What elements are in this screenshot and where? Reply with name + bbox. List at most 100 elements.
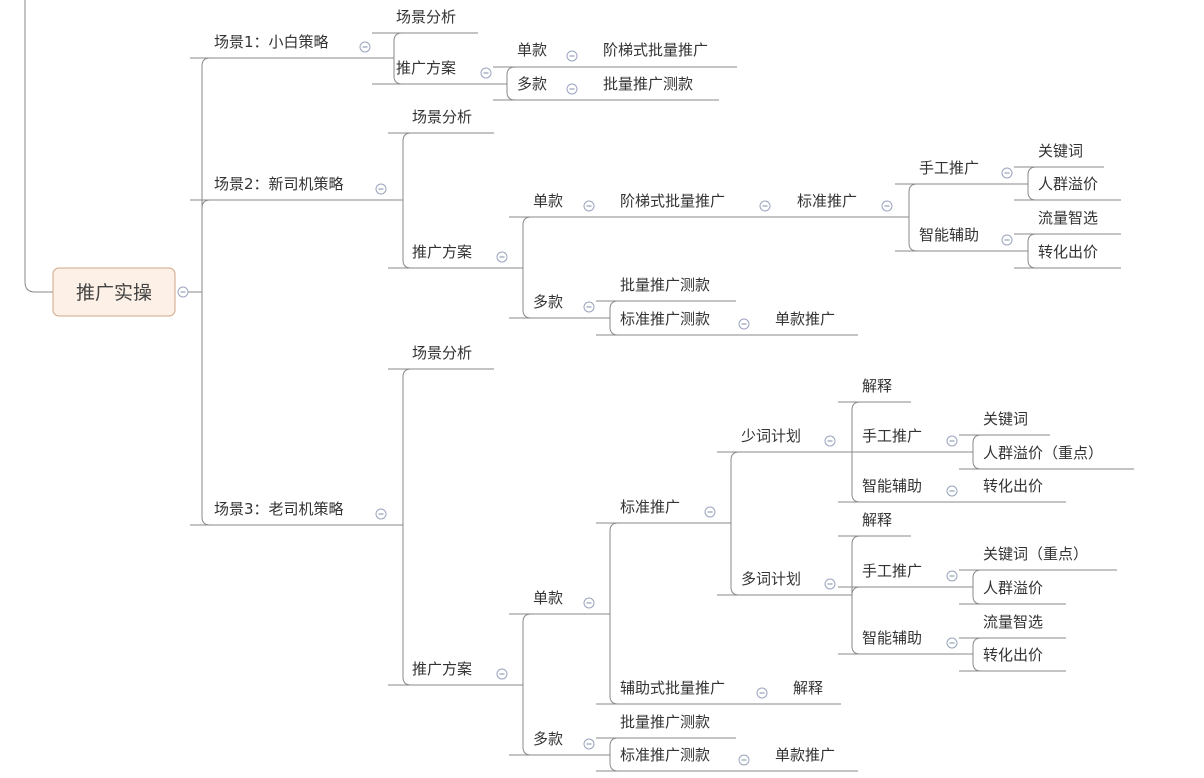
collapse-toggle-icon[interactable]	[480, 67, 492, 79]
collapse-toggle-icon[interactable]	[496, 668, 508, 680]
node-s2[interactable]: 场景2：新司机策略	[214, 175, 344, 193]
node-s2m2[interactable]: 人群溢价	[1038, 175, 1098, 193]
connector-s3dc2b	[959, 586, 982, 605]
collapse-toggle-icon[interactable]	[946, 485, 958, 497]
node-s1b1[interactable]: 单款	[517, 41, 547, 59]
node-s1a[interactable]: 场景分析	[396, 8, 456, 26]
node-s2b1[interactable]: 单款	[533, 192, 563, 210]
node-s2b1a1[interactable]: 标准推广	[797, 192, 857, 210]
node-s2b2a[interactable]: 批量推广测款	[620, 276, 710, 294]
node-label: 单款	[533, 192, 563, 210]
node-s3fz1[interactable]: 解释	[793, 679, 823, 697]
node-s1b1a[interactable]: 阶梯式批量推广	[603, 41, 708, 59]
node-s2b2[interactable]: 多款	[533, 293, 563, 311]
node-s3dc2b[interactable]: 人群溢价	[983, 579, 1043, 597]
connector-s3sc1	[838, 401, 861, 453]
node-s1b[interactable]: 推广方案	[396, 59, 456, 77]
node-label: 标准推广测款	[620, 746, 710, 764]
node-s3st[interactable]: 标准推广	[620, 498, 680, 516]
node-s3b2a[interactable]: 批量推广测款	[620, 713, 710, 731]
connector-s3b2	[509, 684, 532, 756]
collapse-toggle-icon[interactable]	[583, 597, 595, 609]
node-s3sc2a[interactable]: 关键词	[983, 410, 1028, 428]
collapse-toggle-icon[interactable]	[824, 578, 836, 590]
collapse-toggle-icon[interactable]	[1001, 234, 1013, 246]
node-s2b[interactable]: 推广方案	[412, 243, 472, 261]
node-s2z1[interactable]: 流量智选	[1038, 209, 1098, 227]
node-label: 手工推广	[862, 427, 922, 445]
node-label: 人群溢价	[1038, 175, 1098, 193]
node-s3b1[interactable]: 单款	[533, 589, 563, 607]
connector-s1b1	[493, 66, 516, 85]
node-s3b2b1[interactable]: 单款推广	[775, 746, 835, 764]
collapse-toggle-icon[interactable]	[738, 318, 750, 330]
connector-s3dc	[717, 522, 740, 596]
connector-s3b2b	[596, 754, 619, 772]
node-s2b1a[interactable]: 阶梯式批量推广	[620, 192, 725, 210]
node-s3dc1[interactable]: 解释	[862, 511, 892, 529]
node-s2z[interactable]: 智能辅助	[919, 226, 979, 244]
collapse-toggle-icon[interactable]	[583, 301, 595, 313]
node-s3b2b[interactable]: 标准推广测款	[620, 746, 710, 764]
collapse-toggle-icon[interactable]	[583, 200, 595, 212]
node-label: 标准推广	[797, 192, 857, 210]
collapse-toggle-icon[interactable]	[738, 754, 750, 766]
node-s2m[interactable]: 手工推广	[919, 159, 979, 177]
node-s3sc3a[interactable]: 转化出价	[983, 477, 1043, 495]
node-s3[interactable]: 场景3：老司机策略	[214, 500, 344, 518]
node-s3a[interactable]: 场景分析	[412, 344, 472, 362]
node-s3dc3[interactable]: 智能辅助	[862, 629, 922, 647]
connector-s1	[188, 57, 211, 293]
collapse-toggle-icon[interactable]	[496, 251, 508, 263]
node-s2b2b[interactable]: 标准推广测款	[620, 310, 710, 328]
node-s3sc1[interactable]: 解释	[862, 377, 892, 395]
node-s2a[interactable]: 场景分析	[412, 108, 472, 126]
node-label: 解释	[862, 377, 892, 395]
node-s3dc3b[interactable]: 转化出价	[983, 646, 1043, 664]
collapse-toggle-icon[interactable]	[566, 50, 578, 62]
node-label: 辅助式批量推广	[620, 679, 725, 697]
node-s3dc[interactable]: 多词计划	[741, 570, 801, 588]
node-label: 单款推广	[775, 310, 835, 328]
collapse-toggle-icon[interactable]	[359, 41, 371, 53]
node-s3fz[interactable]: 辅助式批量推广	[620, 679, 725, 697]
node-s2z2[interactable]: 转化出价	[1038, 243, 1098, 261]
connector-s3dc3a	[959, 637, 982, 655]
collapse-toggle-icon[interactable]	[756, 687, 768, 699]
connector-s2z	[895, 216, 918, 252]
root-collapse-toggle-icon[interactable]	[177, 286, 189, 298]
connector-s3b	[388, 524, 412, 686]
collapse-toggle-icon[interactable]	[759, 200, 771, 212]
node-s3b2[interactable]: 多款	[533, 730, 563, 748]
collapse-toggle-icon[interactable]	[375, 508, 387, 520]
node-s3sc2[interactable]: 手工推广	[862, 427, 922, 445]
node-s3b[interactable]: 推广方案	[412, 660, 472, 678]
collapse-toggle-icon[interactable]	[704, 506, 716, 518]
root-node[interactable]: 推广实操	[52, 267, 176, 317]
collapse-toggle-icon[interactable]	[375, 183, 387, 195]
collapse-toggle-icon[interactable]	[824, 435, 836, 447]
root-node-box	[52, 267, 176, 317]
collapse-toggle-icon[interactable]	[946, 435, 958, 447]
node-label: 智能辅助	[862, 477, 922, 495]
node-s3dc2[interactable]: 手工推广	[862, 562, 922, 580]
node-s3sc3[interactable]: 智能辅助	[862, 477, 922, 495]
node-s2b2b1[interactable]: 单款推广	[775, 310, 835, 328]
collapse-toggle-icon[interactable]	[566, 83, 578, 95]
node-label: 多款	[533, 730, 563, 748]
collapse-toggle-icon[interactable]	[946, 637, 958, 649]
collapse-toggle-icon[interactable]	[946, 570, 958, 582]
node-s3dc2a[interactable]: 关键词（重点）	[983, 545, 1088, 563]
node-s1[interactable]: 场景1：小白策略	[214, 33, 329, 51]
node-s3dc3a[interactable]: 流量智选	[983, 613, 1043, 631]
node-s1b2a[interactable]: 批量推广测款	[603, 75, 693, 93]
collapse-toggle-icon[interactable]	[583, 738, 595, 750]
node-label: 解释	[862, 511, 892, 529]
collapse-toggle-icon[interactable]	[1001, 167, 1013, 179]
node-s1b2[interactable]: 多款	[517, 75, 547, 93]
node-s2m1[interactable]: 关键词	[1038, 142, 1083, 160]
node-s3sc2b[interactable]: 人群溢价（重点）	[983, 444, 1103, 462]
connector-s3b2a	[596, 737, 619, 756]
collapse-toggle-icon[interactable]	[881, 200, 893, 212]
node-s3sc[interactable]: 少词计划	[741, 427, 801, 445]
